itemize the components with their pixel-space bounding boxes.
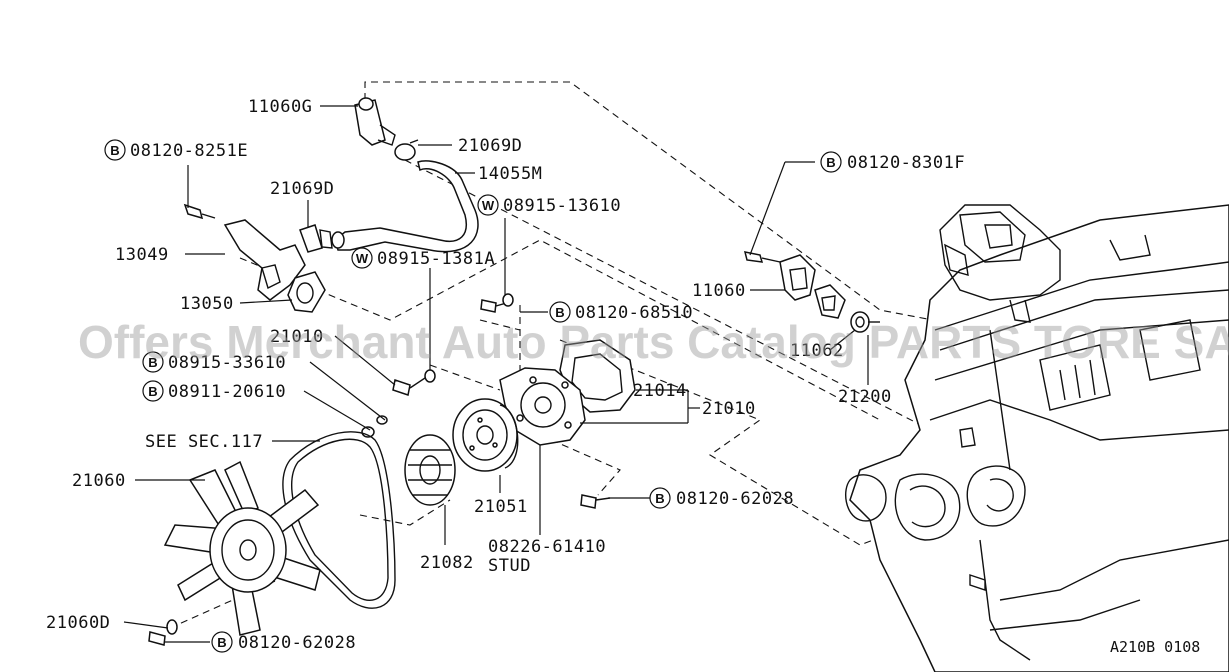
bolt-symbol-1-text: B [110, 143, 119, 158]
label-08120-8301f: 08120-8301F [847, 153, 965, 173]
label-14055m: 14055M [478, 164, 542, 184]
label-21010-left: 21010 [270, 327, 324, 347]
diagram-code: A210B 0108 [1110, 638, 1200, 656]
water-outlet-parts [183, 203, 326, 313]
label-08226-61410: 08226-61410 [488, 537, 606, 557]
bolt-symbol-3 [142, 351, 164, 373]
label-21060: 21060 [72, 471, 126, 491]
bolt-symbol-5 [649, 487, 671, 509]
label-08915-33610: 08915-33610 [168, 353, 286, 373]
label-13049: 13049 [115, 245, 169, 265]
label-13050: 13050 [180, 294, 234, 314]
label-08120-8251e: 08120-8251E [130, 141, 248, 161]
bolt-symbol-4-text: B [148, 384, 157, 399]
label-see-sec-117: SEE SEC.117 [145, 432, 263, 452]
bolt-washer-symbols: B W W B B B B B B [104, 139, 842, 653]
water-pump-assembly [361, 293, 636, 509]
part-labels: 11060G 21069D 14055M 08120-8251E 21069D … [46, 97, 965, 653]
label-stud: STUD [488, 556, 531, 576]
label-21200: 21200 [838, 387, 892, 407]
bolt-symbol-6 [211, 631, 233, 653]
washer-symbol-2-text: W [356, 251, 369, 266]
washer-symbol-1-text: W [482, 198, 495, 213]
bolt-symbol-4 [142, 380, 164, 402]
label-11060: 11060 [692, 281, 746, 301]
label-21069d-left: 21069D [270, 179, 334, 199]
bolt-symbol-3-text: B [148, 355, 157, 370]
label-21051: 21051 [474, 497, 528, 517]
label-08915-13610: 08915-13610 [503, 196, 621, 216]
label-21060d: 21060D [46, 613, 110, 633]
leader-lines [123, 105, 869, 643]
bolt-symbol-6-text: B [217, 635, 226, 650]
label-21010-right: 21010 [702, 399, 756, 419]
washer-symbol-2 [351, 247, 373, 269]
hose-assembly [319, 97, 479, 253]
bolt-symbol-2 [549, 301, 571, 323]
label-08120-68510: 08120-68510 [575, 303, 693, 323]
cooling-fan [148, 460, 321, 646]
thermostat-parts [743, 251, 880, 333]
label-21082: 21082 [420, 553, 474, 573]
label-08120-62028-bot: 08120-62028 [238, 633, 356, 653]
bolt-symbol-7-text: B [826, 155, 835, 170]
label-21069d-top: 21069D [458, 136, 522, 156]
label-08911-20610: 08911-20610 [168, 382, 286, 402]
washer-symbol-1 [477, 194, 499, 216]
label-08120-62028-mid: 08120-62028 [676, 489, 794, 509]
label-11062: 11062 [790, 341, 844, 361]
label-21014: 21014 [633, 381, 687, 401]
bolt-symbol-1 [104, 139, 126, 161]
engine-block [844, 204, 1229, 672]
watermark-text: Offers Merchant Auto Parts Catalog PARTS… [78, 316, 1229, 368]
bolt-symbol-2-text: B [555, 305, 564, 320]
label-11060g: 11060G [248, 97, 312, 117]
bolt-symbol-5-text: B [655, 491, 664, 506]
label-08915-1381a: 08915-1381A [377, 249, 495, 269]
bolt-symbol-7 [820, 151, 842, 173]
